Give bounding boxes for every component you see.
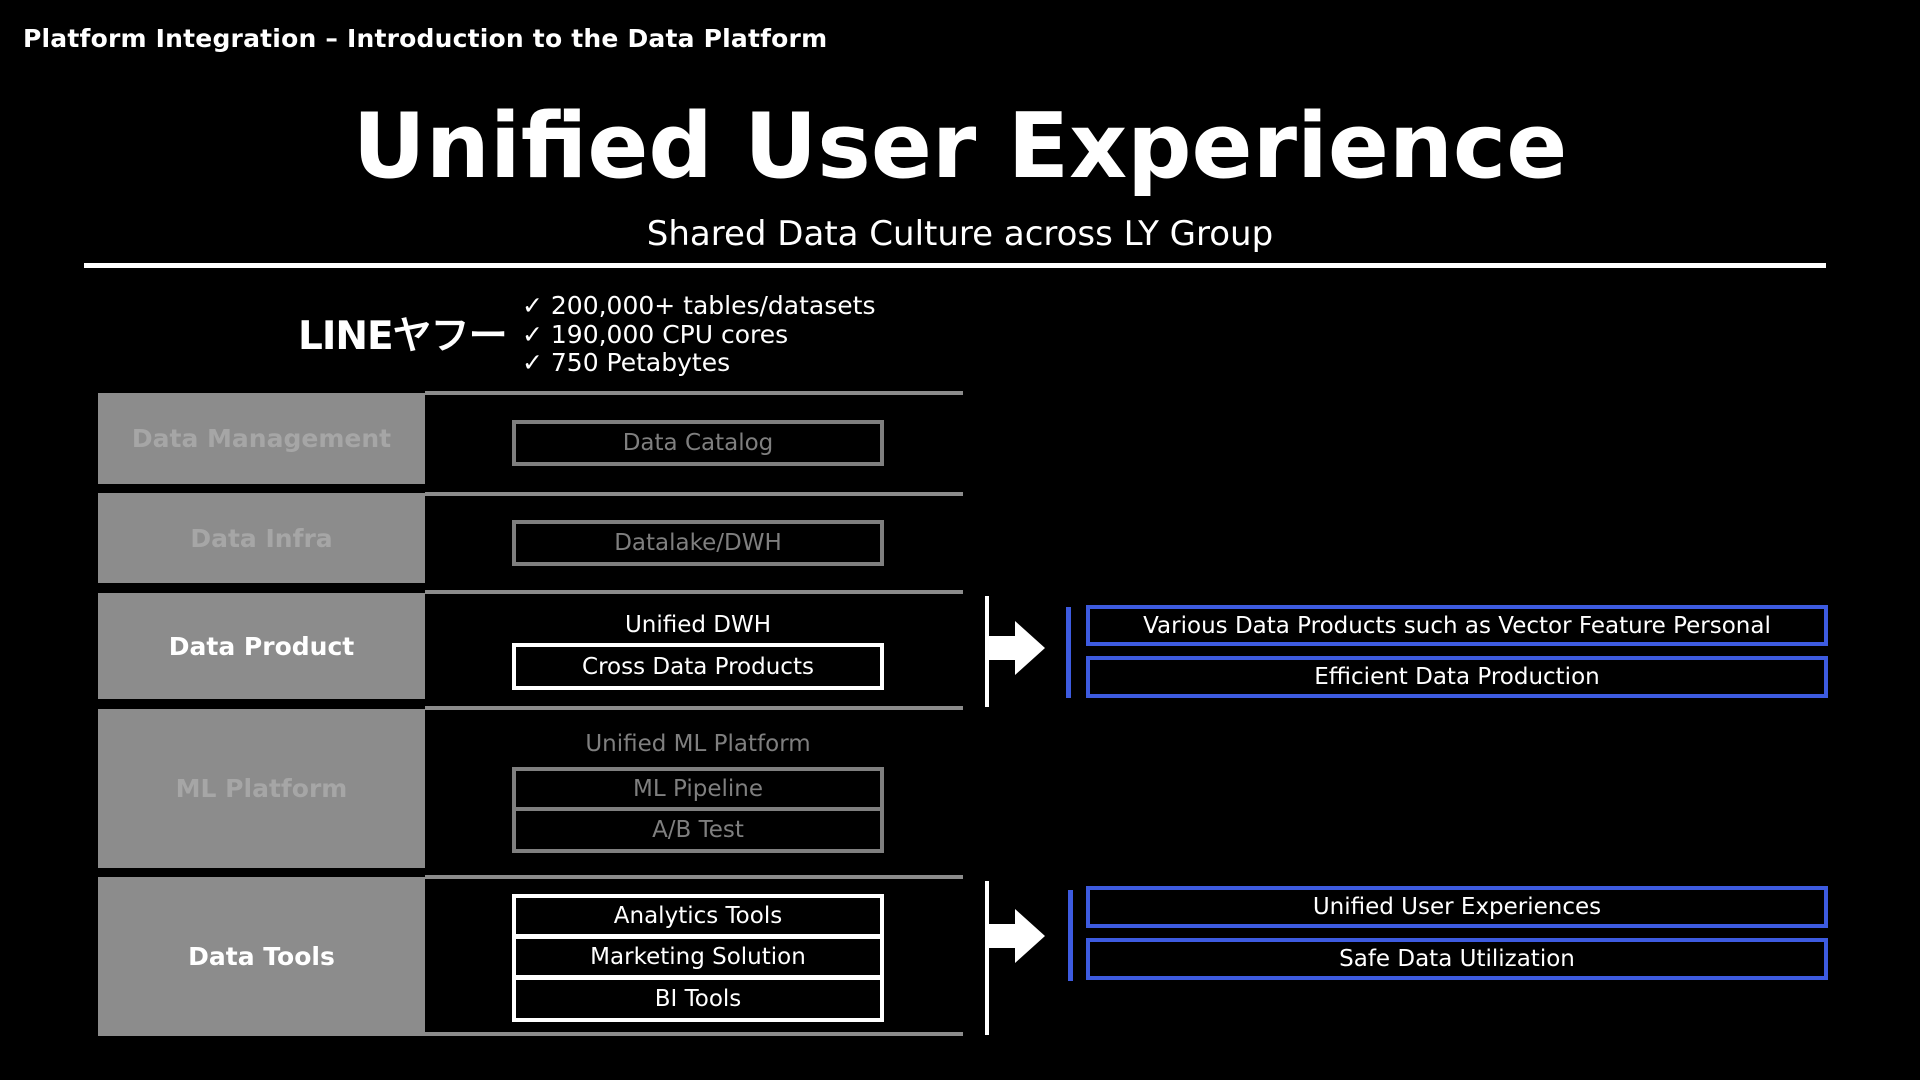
category-data-product: Data Product <box>98 593 425 699</box>
right-arrow-icon <box>987 621 1045 675</box>
category-data-management: Data Management <box>98 393 425 484</box>
page-subtitle: Shared Data Culture across LY Group <box>646 214 1274 254</box>
item-ab-test: A/B Test <box>512 807 884 853</box>
page-title: Unified User Experience <box>352 94 1568 199</box>
benefit-various-data-products: Various Data Products such as Vector Fea… <box>1086 605 1828 646</box>
item-analytics-tools: Analytics Tools <box>512 894 884 938</box>
category-ml-platform: ML Platform <box>98 709 425 868</box>
heading-unified-dwh: Unified DWH <box>624 612 772 638</box>
benefit-efficient-data-production: Efficient Data Production <box>1086 656 1828 698</box>
item-marketing-solution: Marketing Solution <box>512 935 884 979</box>
item-bi-tools: BI Tools <box>512 976 884 1022</box>
item-cross-data-products: Cross Data Products <box>512 643 884 690</box>
item-data-catalog: Data Catalog <box>512 420 884 466</box>
line-yahoo-logo: LINEヤフー <box>298 314 508 359</box>
stat-cpu: ✓ 190,000 CPU cores <box>522 319 789 349</box>
category-data-tools: Data Tools <box>98 877 425 1036</box>
layer-divider <box>425 875 963 879</box>
layer-divider <box>425 391 963 395</box>
layer-divider <box>425 1032 963 1036</box>
item-datalake-dwh: Datalake/DWH <box>512 520 884 566</box>
stat-storage: ✓ 750 Petabytes <box>522 348 731 377</box>
bracket-bar <box>985 881 989 1035</box>
header-divider <box>84 263 1826 268</box>
benefit-safe-data-utilization: Safe Data Utilization <box>1086 938 1828 980</box>
item-ml-pipeline: ML Pipeline <box>512 767 884 811</box>
benefit-bracket-bar <box>1066 607 1071 698</box>
heading-unified-ml-platform: Unified ML Platform <box>585 731 811 757</box>
stats-list: ✓ 200,000+ tables/datasets ✓ 190,000 CPU… <box>522 291 876 378</box>
right-arrow-icon <box>987 909 1045 963</box>
category-data-infra: Data Infra <box>98 493 425 583</box>
breadcrumb: Platform Integration – Introduction to t… <box>23 24 828 53</box>
benefit-bracket-bar <box>1068 890 1073 981</box>
layer-divider <box>425 590 963 594</box>
benefit-unified-user-experiences: Unified User Experiences <box>1086 886 1828 928</box>
layer-divider <box>425 706 963 710</box>
stat-tables: ✓ 200,000+ tables/datasets <box>522 291 876 320</box>
layer-divider <box>425 492 963 496</box>
